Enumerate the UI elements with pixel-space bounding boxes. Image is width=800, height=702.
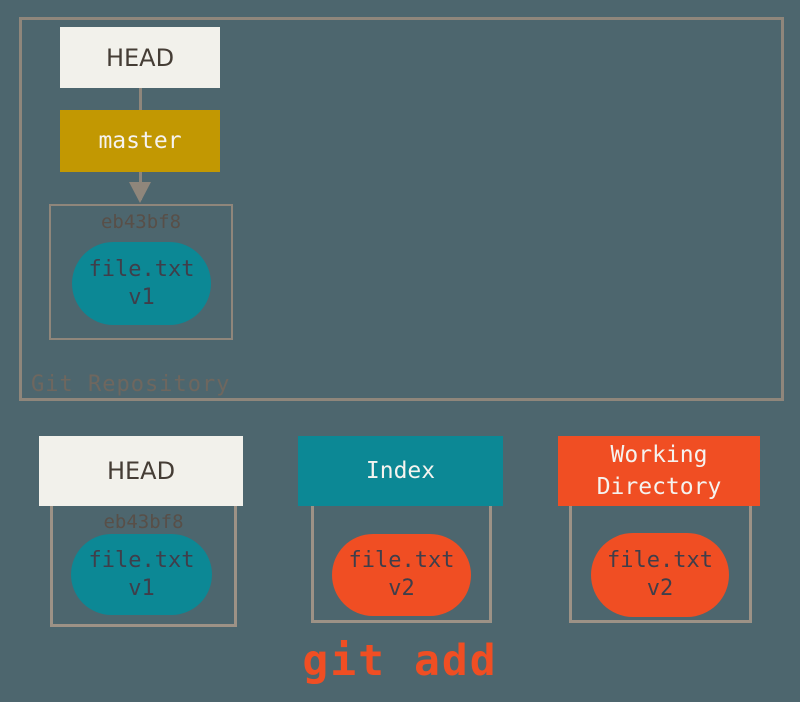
working-directory-file-version: v2	[646, 576, 674, 601]
head-area-file-blob: file.txt v1	[71, 534, 212, 615]
working-directory-header: Working Directory	[558, 436, 760, 506]
index-file-name: file.txt	[348, 548, 455, 573]
commit-box	[49, 204, 233, 340]
commit-file-name: file.txt	[88, 256, 195, 282]
index-file-version: v2	[388, 576, 415, 601]
commit-file-blob: file.txt v1	[72, 242, 211, 325]
head-area-file-name: file.txt	[88, 547, 195, 573]
head-pointer-box: HEAD	[60, 27, 220, 88]
index-area-header: Index	[298, 436, 503, 506]
commit-file-version: v1	[128, 284, 155, 310]
head-pointer-label: HEAD	[105, 43, 175, 72]
working-directory-title: Working Directory	[596, 442, 722, 500]
git-add-command-label: git add	[302, 636, 498, 686]
master-branch-label: master	[98, 128, 182, 154]
head-area-file-version: v1	[128, 575, 155, 601]
working-directory-file-name: file.txt	[607, 548, 713, 573]
commit-hash-label: eb43bf8	[100, 211, 182, 233]
index-file-blob: file.txt v2	[332, 534, 471, 616]
head-area-title: HEAD	[106, 457, 176, 485]
head-area-header: HEAD	[39, 436, 243, 506]
arrowhead-icon	[129, 182, 151, 203]
head-area-hash-label: eb43bf8	[103, 511, 184, 533]
master-branch-box: master	[60, 110, 220, 172]
git-repository-box	[19, 17, 784, 401]
git-repository-label: Git Repository	[31, 372, 231, 397]
index-area-title: Index	[365, 458, 436, 484]
working-directory-file-blob: file.txt v2	[591, 533, 729, 617]
